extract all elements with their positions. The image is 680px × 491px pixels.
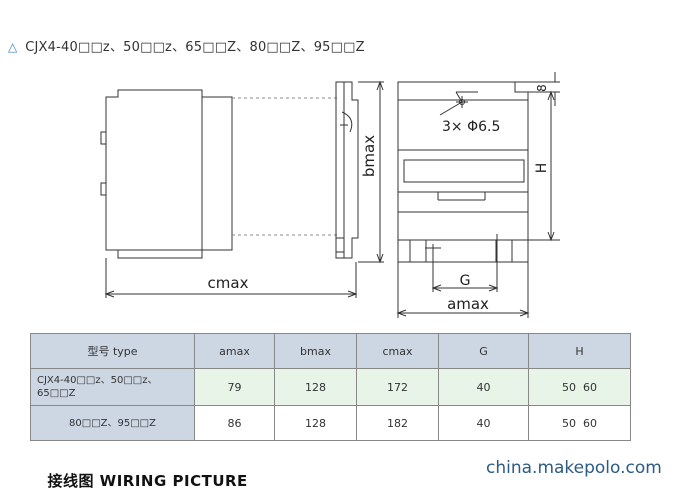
cmax-cell: 172 [356,368,439,406]
h-label: H [534,163,550,174]
bmax-label: bmax [360,135,378,177]
amax-cell: 79 [194,368,275,406]
model-cell: CJX4-40□□z、50□□z、65□□Z [30,368,195,406]
wiring-picture-heading: 接线图 WIRING PICTURE [36,472,248,490]
rail-clip-outline [335,81,359,259]
table-header-row: 型号 type amax bmax cmax G H [30,333,631,369]
header-cell: H [528,333,631,369]
model-cell: 80□□Z、95□□Z [30,405,195,441]
h-cell: 50 60 [528,368,631,406]
watermark: china.makepolo.com [486,458,662,478]
table-row: 80□□Z、95□□Z 86 128 182 40 50 60 [30,405,631,441]
holes-label: 3× Φ6.5 [442,119,500,135]
header-cell: bmax [274,333,357,369]
amax-cell: 86 [194,405,275,441]
series-header: △ CJX4-40□□z、50□□z、65□□Z、80□□Z、95□□Z [8,36,365,55]
bmax-cell: 128 [274,405,357,441]
cmax-label: cmax [208,274,249,292]
cmax-cell: 182 [356,405,439,441]
side-view-outline [105,89,233,259]
dimension-drawing: cmax bmax amax G H 3× Φ6.5 8 [100,72,560,318]
g-cell: 40 [438,368,529,406]
eight-label: 8 [535,84,549,92]
triangle-bullet-icon: △ [8,40,18,54]
header-cell: 型号 type [30,333,195,369]
g-cell: 40 [438,405,529,441]
header-cell: amax [194,333,275,369]
front-view-outline [397,81,529,241]
table-row: CJX4-40□□z、50□□z、65□□Z 79 128 172 40 50 … [30,368,631,406]
h-cell: 50 60 [528,405,631,441]
bmax-cell: 128 [274,368,357,406]
header-cell: cmax [356,333,439,369]
series-title: CJX4-40□□z、50□□z、65□□Z、80□□Z、95□□Z [25,40,365,55]
spec-table: 型号 type amax bmax cmax G H CJX4-40□□z、50… [30,333,631,441]
g-label: G [460,273,471,289]
amax-label: amax [447,295,489,313]
header-cell: G [438,333,529,369]
